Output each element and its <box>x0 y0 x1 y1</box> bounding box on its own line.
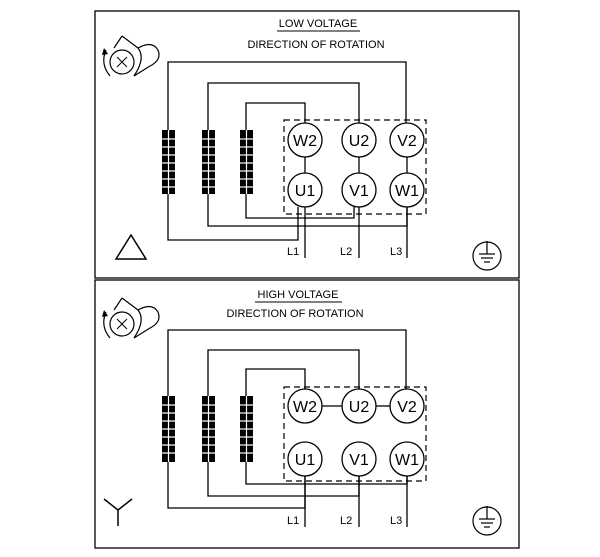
terminal-u1 <box>287 172 323 208</box>
terminals: W2 U2 V2 U1 V1 W1 <box>287 388 425 477</box>
terminal-w1 <box>389 441 425 477</box>
terminal-label: W1 <box>395 183 419 200</box>
terminal-v2 <box>389 122 425 158</box>
terminal-label: V1 <box>349 452 369 469</box>
terminal-v1 <box>341 441 377 477</box>
panel-high-voltage: HIGH VOLTAGE DIRECTION OF ROTATION <box>94 279 520 549</box>
terminal-w2 <box>287 122 323 158</box>
terminal-label: U1 <box>295 183 316 200</box>
ground-icon <box>472 241 502 271</box>
terminal-w1 <box>389 172 425 208</box>
motor-rotation-icon <box>102 297 160 339</box>
panel-title: LOW VOLTAGE <box>279 18 357 30</box>
terminal-box <box>283 119 427 215</box>
terminal-label: V1 <box>349 183 369 200</box>
coil-stripes <box>162 130 253 194</box>
coil-stripes <box>162 396 253 462</box>
terminal-label: V2 <box>397 399 417 416</box>
line-label: L2 <box>340 515 352 527</box>
terminal-w2 <box>287 388 323 424</box>
line-label: L2 <box>340 246 352 258</box>
panel-subtitle: DIRECTION OF ROTATION <box>226 308 363 320</box>
terminal-label: W2 <box>293 399 317 416</box>
panel-frame <box>94 279 520 549</box>
line-label: L1 <box>287 246 299 258</box>
star-symbol-icon <box>103 498 133 526</box>
terminal-v2 <box>389 388 425 424</box>
panel-low-voltage: LOW VOLTAGE DIRECTION OF ROTATION <box>94 10 520 279</box>
terminals: W2 U2 V2 U1 V1 W1 <box>287 122 425 208</box>
terminal-label: W1 <box>395 452 419 469</box>
panel-title: HIGH VOLTAGE <box>258 289 339 301</box>
terminal-u2 <box>341 122 377 158</box>
ground-icon <box>472 506 502 536</box>
terminal-u2 <box>341 388 377 424</box>
winding-wires <box>167 329 408 527</box>
panel-subtitle: DIRECTION OF ROTATION <box>247 39 384 51</box>
motor-rotation-icon <box>102 35 160 77</box>
delta-symbol-icon <box>114 233 148 260</box>
panel-frame <box>94 10 520 279</box>
line-label: L1 <box>287 515 299 527</box>
line-label: L3 <box>390 246 402 258</box>
terminal-label: U2 <box>349 133 370 150</box>
line-label: L3 <box>390 515 402 527</box>
terminal-label: V2 <box>397 133 417 150</box>
terminal-label: W2 <box>293 133 317 150</box>
terminal-box <box>283 386 427 482</box>
terminal-label: U1 <box>295 452 316 469</box>
terminal-v1 <box>341 172 377 208</box>
terminal-label: U2 <box>349 399 370 416</box>
terminal-u1 <box>287 441 323 477</box>
